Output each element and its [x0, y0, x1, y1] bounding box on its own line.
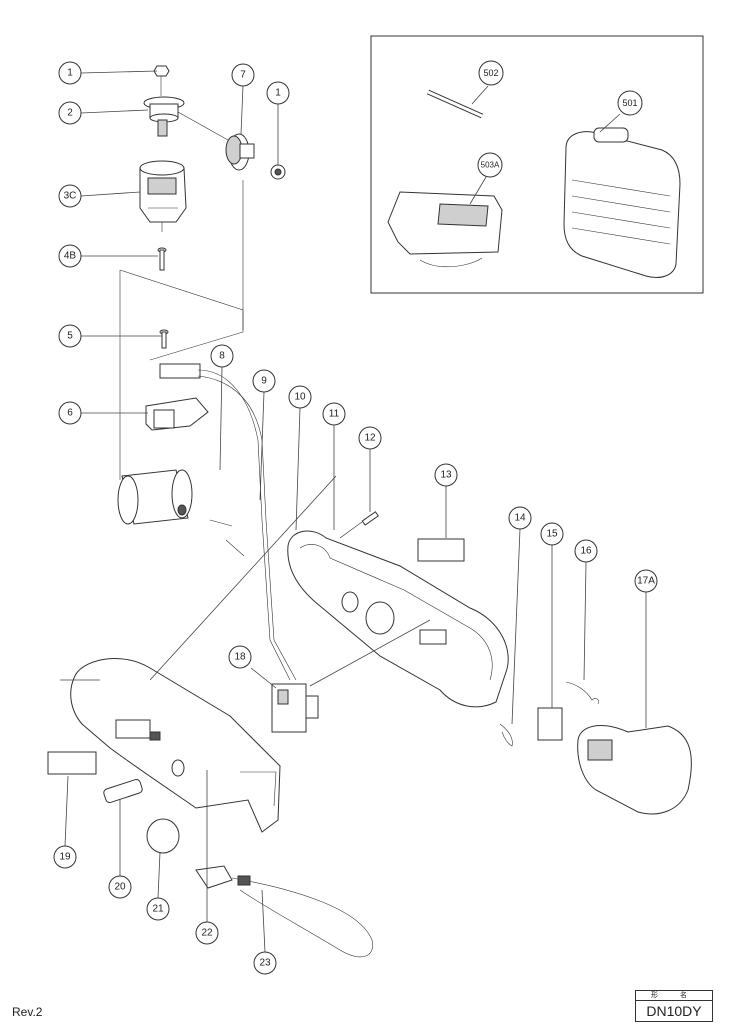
callout-18: 18 [228, 645, 252, 669]
svg-text:2: 2 [67, 108, 73, 119]
callout-16: 16 [574, 539, 598, 563]
callout-14: 14 [508, 506, 532, 530]
part-housing-left [70, 658, 281, 833]
callout-12: 12 [358, 426, 382, 450]
part-bit [426, 89, 484, 119]
callout-10: 10 [288, 385, 312, 409]
callout-11: 11 [322, 402, 346, 426]
svg-text:5: 5 [67, 331, 73, 342]
svg-text:7: 7 [240, 70, 246, 81]
svg-text:18: 18 [234, 652, 246, 663]
svg-text:6: 6 [67, 408, 73, 419]
callout-5: 5 [58, 324, 82, 348]
part-holder [145, 397, 209, 431]
part-charger [387, 191, 503, 268]
svg-text:503A: 503A [481, 161, 500, 170]
callout-7: 7 [231, 63, 255, 87]
svg-text:13: 13 [440, 470, 452, 481]
svg-text:11: 11 [329, 409, 340, 420]
callout-21: 21 [146, 897, 170, 921]
model-box-header: 形 名 [636, 991, 712, 1001]
part-contact-block [537, 707, 563, 741]
model-name: DN10DY [646, 1003, 702, 1019]
svg-text:8: 8 [219, 351, 225, 362]
part-switch [271, 683, 319, 733]
callout-17a: 17A [634, 569, 658, 593]
svg-text:22: 22 [201, 928, 213, 939]
svg-text:15: 15 [546, 529, 558, 540]
callout-22: 22 [195, 921, 219, 945]
callout-1: 1 [58, 61, 82, 85]
svg-text:21: 21 [152, 904, 164, 915]
revision-label: Rev.2 [12, 1005, 43, 1019]
svg-text:17A: 17A [637, 576, 655, 587]
part-motor [117, 469, 193, 525]
part-carrying-case [563, 127, 681, 278]
svg-text:20: 20 [114, 882, 126, 893]
part-label-13 [417, 538, 465, 562]
part-battery [577, 725, 692, 815]
callout-1-right: 1 [266, 81, 290, 105]
part-screw-12 [339, 511, 379, 539]
callout-13: 13 [434, 463, 458, 487]
svg-text:4B: 4B [64, 251, 77, 262]
callout-23: 23 [253, 951, 277, 975]
part-nut-small [270, 164, 286, 180]
part-gear [177, 111, 255, 171]
callout-20: 20 [108, 875, 132, 899]
part-strap [195, 865, 373, 958]
svg-text:501: 501 [622, 98, 637, 108]
svg-text:1: 1 [275, 88, 281, 99]
part-screw-4b [157, 247, 167, 271]
part-nut [153, 65, 170, 96]
part-spring [499, 723, 513, 747]
callout-9: 9 [252, 369, 276, 393]
part-spring-16 [565, 681, 599, 705]
svg-text:1: 1 [67, 68, 73, 79]
callout-15: 15 [540, 522, 564, 546]
callout-502: 502 [478, 60, 504, 86]
part-screw-5 [159, 329, 169, 349]
callout-501: 501 [617, 90, 643, 116]
callout-4b: 4B [58, 244, 82, 268]
svg-text:502: 502 [483, 68, 498, 78]
svg-text:12: 12 [364, 433, 376, 444]
model-box: 形 名 DN10DY [635, 990, 713, 1022]
svg-text:19: 19 [59, 852, 71, 863]
svg-text:9: 9 [261, 376, 267, 387]
svg-text:10: 10 [294, 392, 306, 403]
callout-6: 6 [58, 401, 82, 425]
callout-2: 2 [58, 101, 82, 125]
svg-text:3C: 3C [64, 191, 77, 202]
part-button [103, 779, 143, 803]
part-label-19 [47, 751, 97, 775]
part-disc [146, 818, 180, 854]
svg-text:16: 16 [580, 546, 592, 557]
part-terminal [159, 363, 297, 681]
svg-text:23: 23 [259, 958, 271, 969]
part-drill-chuck [139, 160, 187, 232]
part-spindle-collar [143, 96, 185, 137]
part-housing-right [287, 530, 509, 708]
callout-3c: 3C [58, 184, 82, 208]
callout-19: 19 [53, 845, 77, 869]
callout-503a: 503A [477, 152, 503, 178]
accessories-frame [370, 35, 704, 294]
svg-text:14: 14 [514, 513, 526, 524]
callout-8: 8 [210, 344, 234, 368]
